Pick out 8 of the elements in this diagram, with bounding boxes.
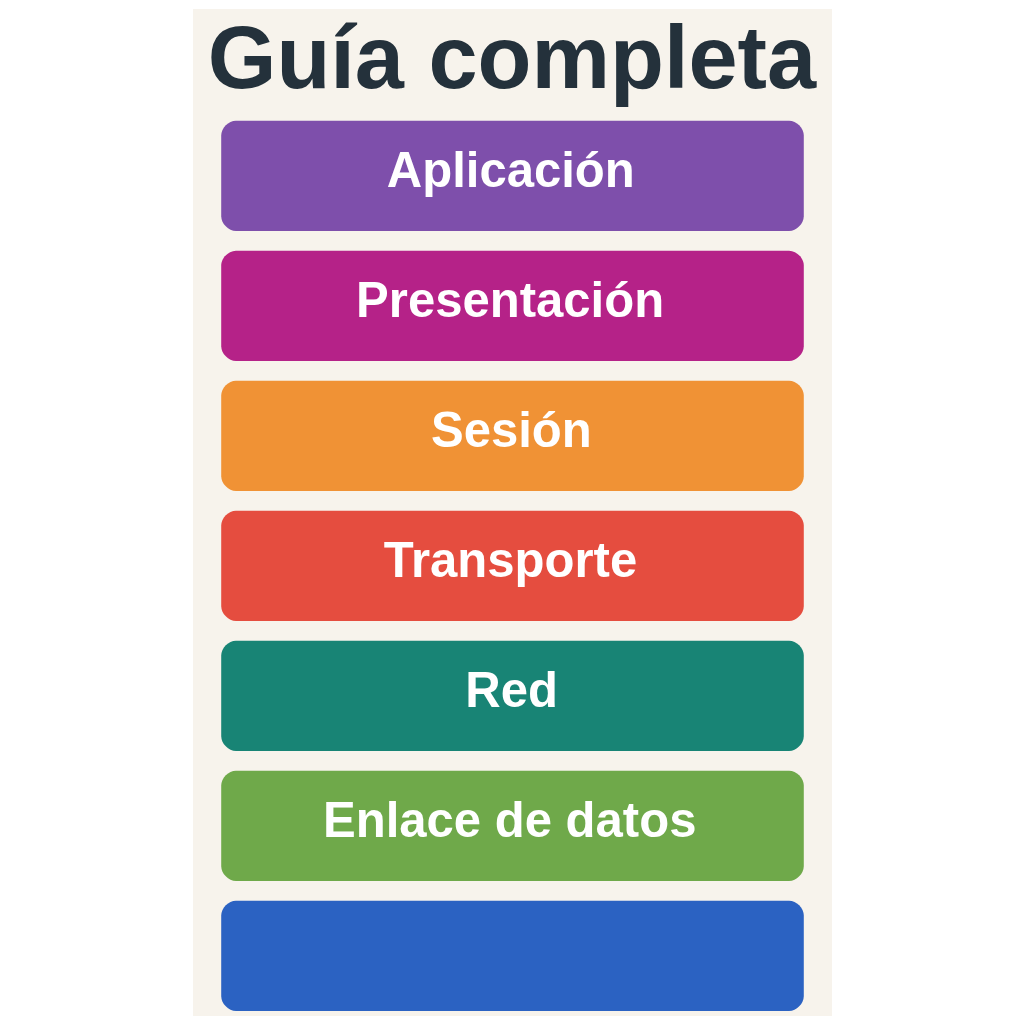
node-box: Enlace de datos <box>220 770 804 881</box>
node-box: Red <box>220 640 804 751</box>
node-box: Presentación <box>220 250 804 361</box>
diagram-title: Guía completa <box>207 7 816 107</box>
node-box <box>220 900 804 1011</box>
node-box: Transporte <box>220 510 804 621</box>
node-box: Aplicación <box>220 120 804 231</box>
node-box: Sesión <box>220 380 804 491</box>
